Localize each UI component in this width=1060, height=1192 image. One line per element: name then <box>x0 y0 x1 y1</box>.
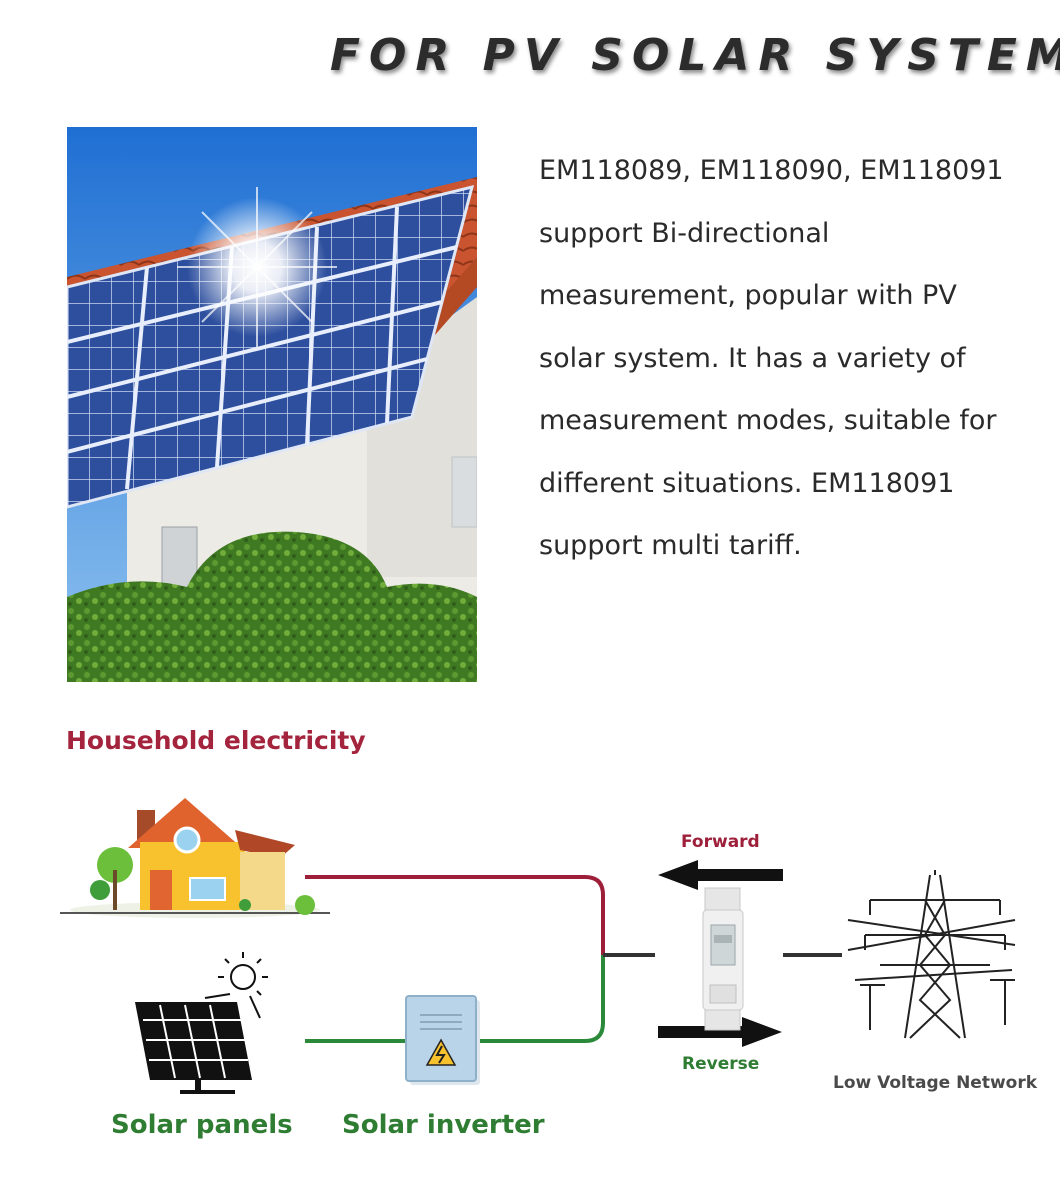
product-description: EM118089, EM118090, EM118091 support Bi-… <box>539 140 1019 578</box>
transmission-tower-icon <box>847 870 1016 1039</box>
forward-label: Forward <box>681 832 760 852</box>
inverter-icon <box>405 995 480 1085</box>
description-text: EM118089, EM118090, EM118091 support Bi-… <box>539 155 1004 561</box>
solar-house-photo <box>67 127 477 682</box>
household-wire <box>305 875 605 955</box>
page-title: FOR PV SOLAR SYSTEM <box>330 30 1060 81</box>
solar-panel-icon <box>135 952 268 1094</box>
connection-diagram: Forward Reverse Solar panels Solar inver… <box>0 770 1060 1190</box>
household-electricity-title: Household electricity <box>66 726 366 755</box>
house-icon <box>60 798 330 918</box>
reverse-label: Reverse <box>682 1054 760 1074</box>
forward-arrow <box>658 860 783 890</box>
inverter-wire <box>480 955 605 1043</box>
solar-inverter-label: Solar inverter <box>342 1110 545 1140</box>
energy-meter-icon <box>702 887 744 1031</box>
diagram-svg <box>60 798 1016 1094</box>
solar-house-illustration <box>67 127 477 682</box>
solar-panels-label: Solar panels <box>111 1110 293 1140</box>
low-voltage-network-label: Low Voltage Network <box>833 1073 1038 1093</box>
